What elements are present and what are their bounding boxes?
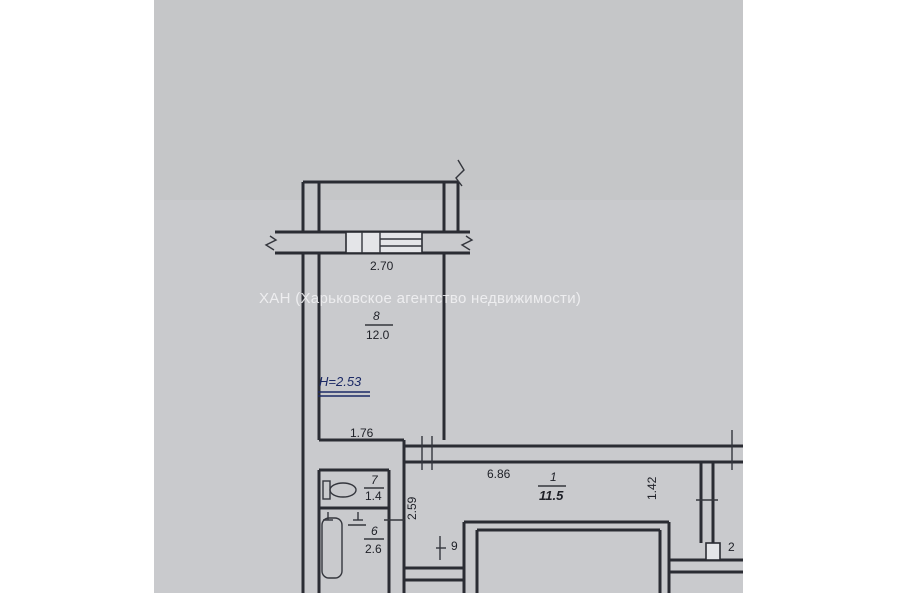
bathtub-icon — [321, 517, 343, 579]
room-7-area: 1.4 — [365, 489, 382, 503]
bath-walls — [317, 468, 404, 593]
toilet-icon — [322, 480, 357, 500]
paper-shade — [154, 0, 743, 200]
ceiling-height: H=2.53 — [319, 374, 362, 389]
watermark-text: ХАН (Харьковское агентство недвижимости) — [259, 290, 581, 307]
room-8-number: 8 — [373, 309, 380, 323]
dim-1-76: 1.76 — [350, 426, 374, 440]
dim-2-59: 2.59 — [405, 496, 419, 520]
dim-2: 2 — [728, 540, 735, 554]
room-1-walls — [402, 430, 743, 593]
room-6-number: 6 — [371, 524, 378, 538]
room-7-number: 7 — [371, 473, 379, 487]
room-8-area: 12.0 — [366, 328, 390, 342]
window-hatch — [345, 231, 423, 254]
room-6-area: 2.6 — [365, 542, 382, 556]
dim-6-86: 6.86 — [487, 467, 511, 481]
room-8-walls — [264, 159, 474, 593]
dim-9: 9 — [451, 539, 458, 553]
room-1-number: 1 — [550, 470, 557, 484]
door-hatch — [705, 542, 721, 561]
dim-2-70: 2.70 — [370, 259, 394, 273]
room-1-area: 11.5 — [539, 488, 564, 503]
dim-1-42: 1.42 — [645, 476, 659, 500]
